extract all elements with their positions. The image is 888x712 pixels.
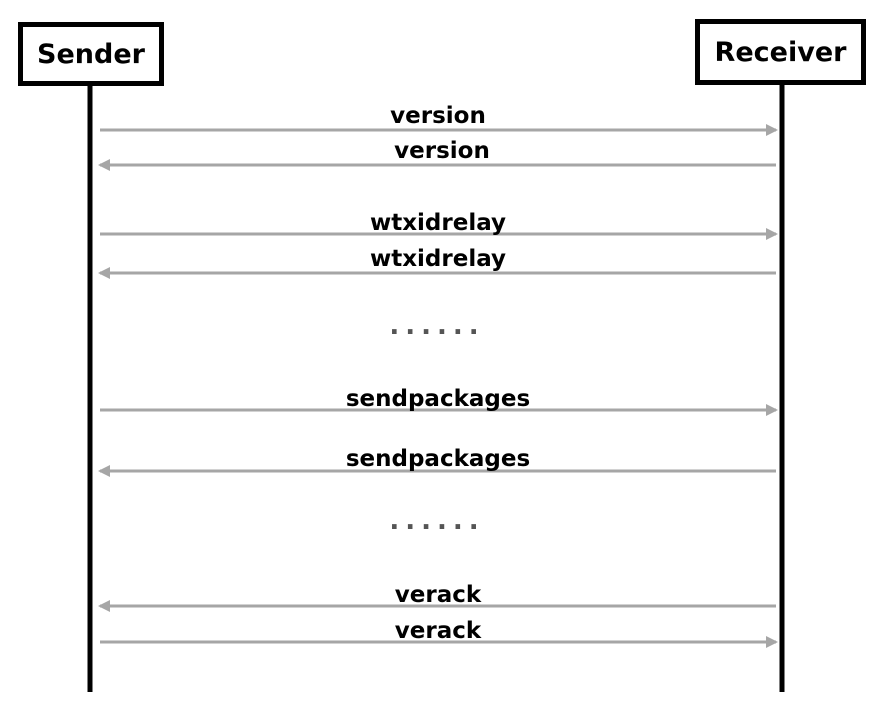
message-label: sendpackages: [346, 386, 530, 412]
receiver-label: Receiver: [714, 36, 847, 68]
message-label: wtxidrelay: [370, 210, 506, 236]
message-label: sendpackages: [346, 446, 530, 472]
message-label: version: [394, 138, 490, 164]
message-label: version: [390, 103, 486, 129]
receiver-actor-box: Receiver: [695, 19, 866, 85]
sender-actor-box: Sender: [18, 22, 164, 86]
ellipsis: ......: [389, 506, 484, 536]
ellipsis: ......: [389, 311, 484, 341]
message-verack-receiver: verack: [98, 582, 776, 612]
message-sendpackages-request: sendpackages: [100, 386, 778, 416]
message-version-response: version: [98, 138, 776, 171]
message-verack-sender: verack: [100, 618, 778, 648]
message-label: wtxidrelay: [370, 246, 506, 272]
message-label: verack: [395, 618, 482, 644]
message-label: verack: [395, 582, 482, 608]
message-sendpackages-response: sendpackages: [98, 446, 776, 477]
message-version-request: version: [100, 103, 778, 136]
sender-label: Sender: [37, 38, 145, 70]
message-wtxidrelay-response: wtxidrelay: [98, 246, 776, 279]
message-wtxidrelay-request: wtxidrelay: [100, 210, 778, 240]
